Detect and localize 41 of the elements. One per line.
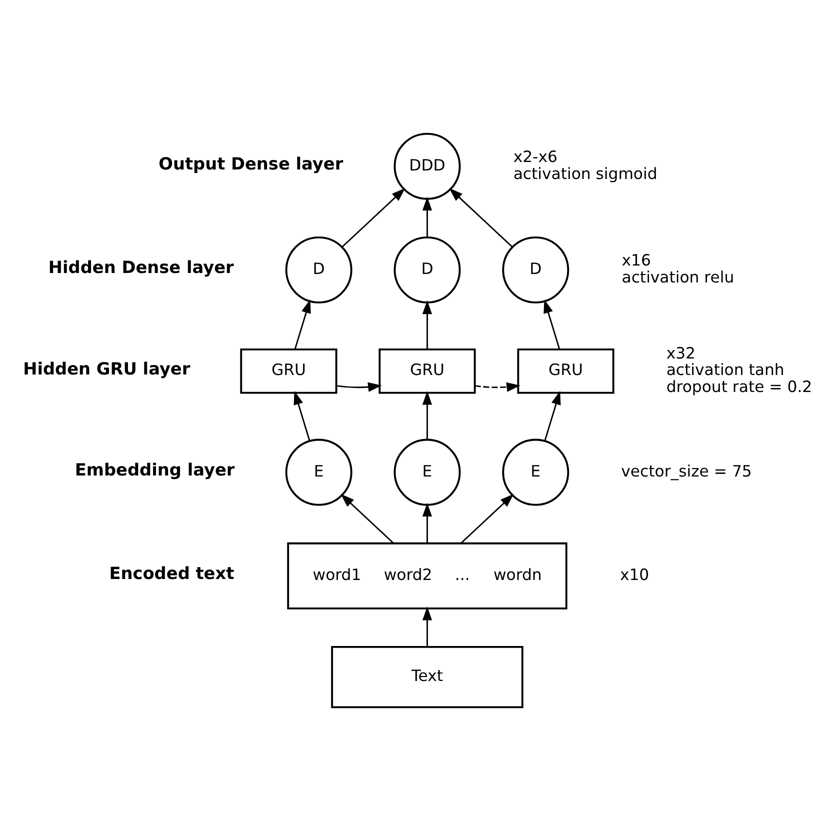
arrow (294, 390, 310, 441)
node-box: GRU (240, 348, 338, 394)
node-box: word1 word2 ... wordn (287, 542, 568, 609)
node-label: x32 (666, 342, 696, 362)
node-label: activation sigmoid (513, 163, 658, 182)
node-label: x2-x6 (513, 146, 558, 166)
arrow (460, 493, 514, 544)
node-label: x16 (622, 250, 651, 270)
node-circle: DDD (394, 132, 461, 200)
label: Output Dense layer (158, 153, 344, 174)
arrow (449, 187, 513, 247)
arrow (422, 502, 432, 543)
node-label: dropout rate = 0.2 (666, 376, 812, 396)
arrow (422, 390, 432, 439)
label: Hidden Dense layer (48, 256, 234, 277)
label: Hidden GRU layer (23, 358, 190, 378)
node-label: activation relu (622, 266, 734, 286)
arrow (422, 606, 432, 646)
label: Encoded text (109, 562, 234, 583)
arrow (340, 493, 394, 544)
node-circle: E (394, 438, 461, 506)
arrow (336, 382, 382, 392)
arrow (294, 298, 311, 349)
node-circle: E (502, 438, 570, 506)
node-circle: D (502, 236, 570, 303)
node-label: x10 (620, 564, 650, 584)
label: Embedding layer (74, 459, 235, 480)
arrow (544, 390, 561, 441)
node-label: vector_size = 75 (621, 460, 752, 480)
arrow (422, 196, 432, 237)
arrow (544, 298, 560, 349)
arrow (474, 382, 520, 392)
node-label: activation tanh (666, 360, 784, 379)
arrow (422, 300, 432, 348)
node-box: GRU (517, 348, 614, 394)
node-circle: D (394, 236, 461, 303)
arrow (342, 187, 406, 247)
node-circle: E (285, 438, 352, 506)
node-circle: D (285, 236, 352, 303)
node-box: GRU (378, 348, 476, 394)
node-box: Text (331, 646, 524, 708)
